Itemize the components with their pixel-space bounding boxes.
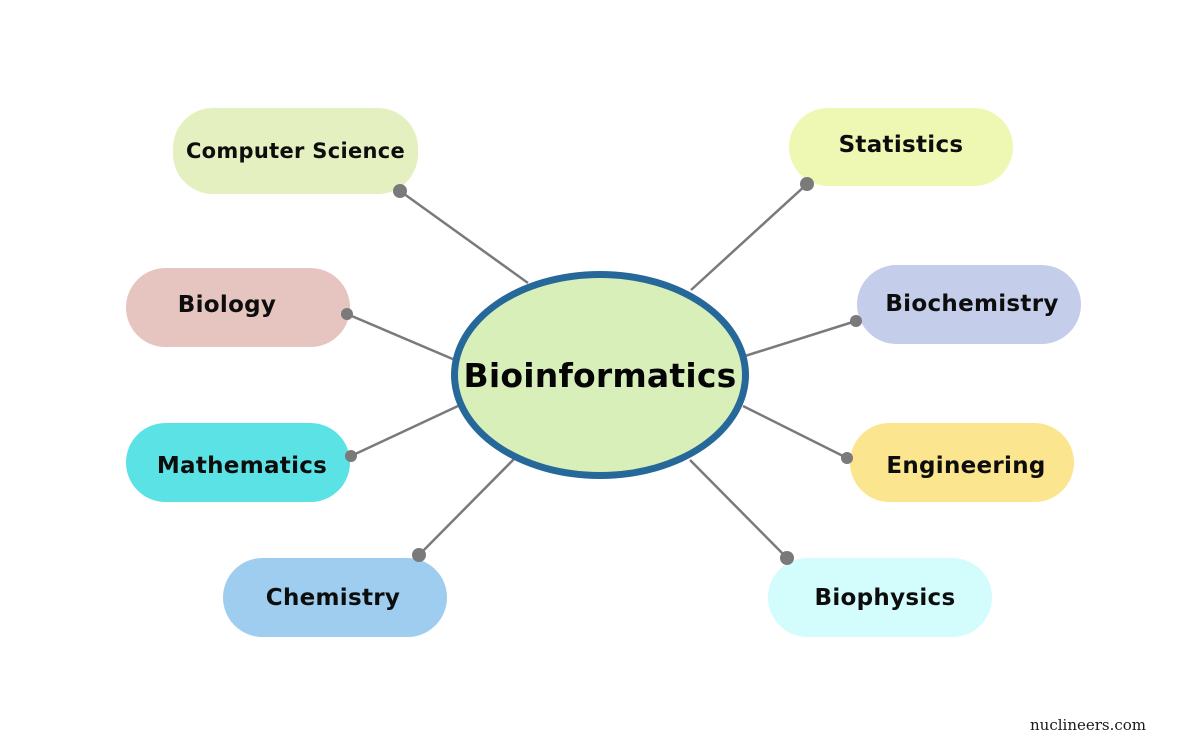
connector-dot-engineering bbox=[841, 452, 853, 464]
connector-dot-statistics bbox=[800, 177, 814, 191]
connector-statistics bbox=[690, 183, 808, 291]
node-label: Biochemistry bbox=[885, 290, 1059, 317]
node-computer-science: Computer Science bbox=[173, 108, 418, 194]
connector-computer-science bbox=[399, 189, 529, 285]
connector-dot-biochemistry bbox=[850, 315, 862, 327]
node-statistics: Statistics bbox=[789, 108, 1013, 186]
node-chemistry: Chemistry bbox=[223, 558, 447, 637]
watermark: nuclineers.com bbox=[1030, 716, 1147, 734]
connector-biology bbox=[346, 312, 456, 362]
node-label: Statistics bbox=[838, 132, 964, 158]
connector-engineering bbox=[742, 404, 848, 460]
node-label: Engineering bbox=[886, 452, 1046, 479]
node-biology: Biology bbox=[126, 268, 350, 347]
connector-dot-chemistry bbox=[412, 548, 426, 562]
central-node-label: Bioinformatics bbox=[463, 355, 737, 395]
node-engineering: Engineering bbox=[850, 423, 1074, 502]
node-label: Mathematics bbox=[156, 452, 328, 479]
node-label: Chemistry bbox=[265, 584, 401, 611]
connector-chemistry bbox=[418, 457, 516, 556]
node-label: Biophysics bbox=[814, 584, 956, 611]
node-label: Computer Science bbox=[185, 139, 406, 163]
connector-biophysics bbox=[689, 459, 788, 559]
node-biochemistry: Biochemistry bbox=[857, 265, 1081, 344]
node-biophysics: Biophysics bbox=[768, 558, 992, 637]
connector-dot-biophysics bbox=[780, 551, 794, 565]
connector-dot-computer-science bbox=[393, 184, 407, 198]
central-node-bioinformatics: Bioinformatics bbox=[451, 271, 749, 479]
node-mathematics: Mathematics bbox=[126, 423, 350, 502]
node-label: Biology bbox=[177, 291, 277, 318]
connector-dot-mathematics bbox=[345, 450, 357, 462]
connector-biochemistry bbox=[744, 319, 857, 358]
connector-mathematics bbox=[350, 404, 459, 458]
connector-dot-biology bbox=[341, 308, 353, 320]
